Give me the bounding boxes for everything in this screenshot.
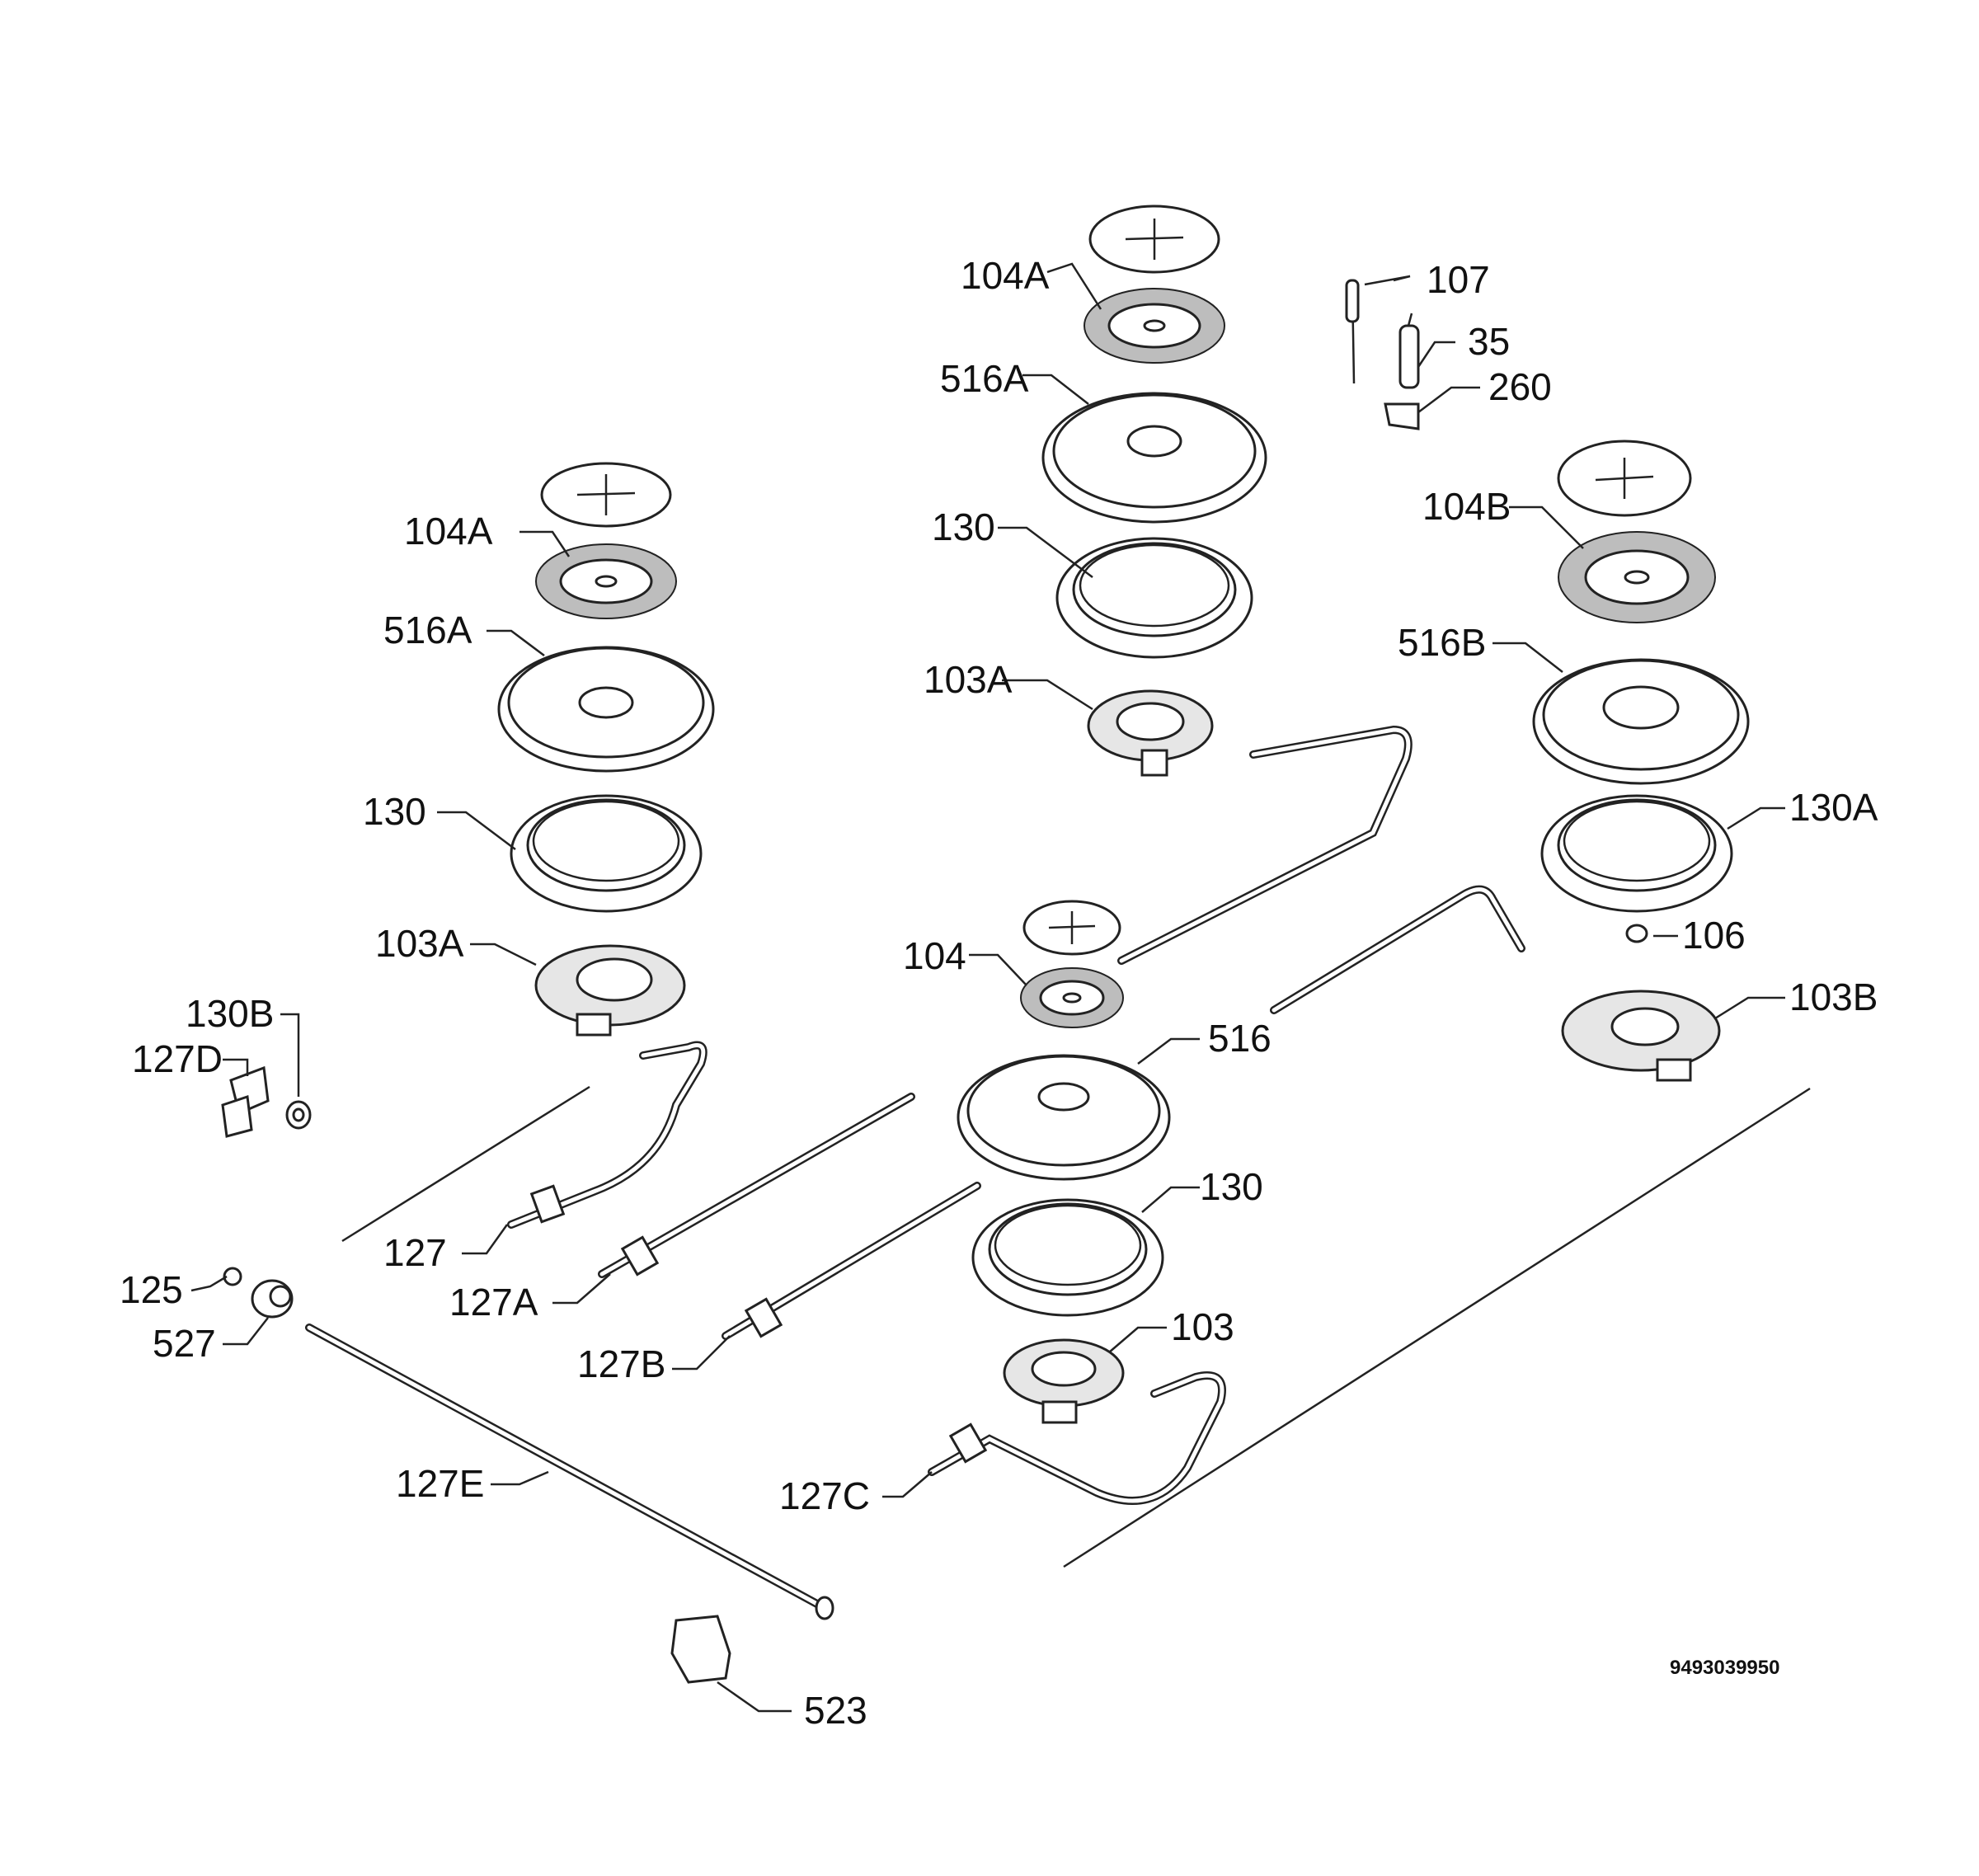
- callout-516: 516: [1208, 1017, 1272, 1060]
- callout-516B: 516B: [1398, 621, 1486, 664]
- center-burner-base: [1003, 1338, 1125, 1424]
- callout-125: 125: [120, 1268, 183, 1311]
- callout-527: 527: [153, 1322, 216, 1365]
- pipe-right-burner: [1270, 885, 1525, 1014]
- center-burner-cap: [1022, 900, 1121, 956]
- callout-127A: 127A: [449, 1281, 538, 1324]
- right-burner-crown: [1558, 531, 1716, 623]
- callout-130-top: 130: [932, 505, 995, 548]
- center-burner-ring: [971, 1198, 1164, 1317]
- left-burner-ring: [510, 794, 703, 913]
- leader-lines: [190, 262, 1785, 1713]
- right-burner-spreader: [1532, 658, 1750, 785]
- callout-104A-left: 104A: [404, 510, 493, 552]
- right-burner-base: [1561, 990, 1721, 1082]
- pipe-127: [507, 1041, 707, 1229]
- callout-127: 127: [383, 1231, 447, 1274]
- frame-line-right: [1063, 1087, 1811, 1568]
- callout-516A-left: 516A: [383, 609, 472, 651]
- callout-103A-left: 103A: [375, 922, 464, 965]
- callout-130A: 130A: [1789, 786, 1878, 829]
- callout-130B: 130B: [186, 992, 274, 1035]
- top-burner-ring: [1055, 537, 1253, 659]
- callout-104: 104: [903, 934, 966, 977]
- callout-130-left: 130: [363, 790, 426, 833]
- top-burner-base: [1087, 689, 1214, 777]
- callout-103A-top: 103A: [924, 658, 1013, 701]
- thermocouple-107: [1345, 279, 1360, 384]
- callout-130-center: 130: [1200, 1165, 1263, 1208]
- callout-127C: 127C: [779, 1474, 870, 1517]
- top-burner-cap: [1088, 205, 1220, 274]
- callout-516A-top: 516A: [940, 357, 1029, 400]
- pipe-top-burner: [1117, 725, 1413, 965]
- callout-106: 106: [1682, 914, 1746, 957]
- pipe-127B: [722, 1182, 981, 1340]
- callout-127E: 127E: [396, 1462, 484, 1505]
- callout-103: 103: [1171, 1305, 1234, 1348]
- clip-260: [1384, 402, 1420, 430]
- callout-104A-top: 104A: [961, 254, 1050, 297]
- right-burner-cap: [1557, 440, 1692, 517]
- left-burner-cap: [540, 462, 672, 528]
- center-burner-crown: [1020, 967, 1124, 1028]
- pipe-127C: [928, 1371, 1226, 1505]
- callout-104B: 104B: [1422, 485, 1511, 528]
- callout-127B: 127B: [577, 1342, 665, 1385]
- callout-260: 260: [1488, 365, 1552, 408]
- fitting-527: [251, 1279, 294, 1319]
- nozzle-125: [223, 1267, 242, 1286]
- center-burner-spreader: [957, 1054, 1171, 1181]
- right-burner-ring: [1540, 794, 1733, 913]
- elbow-127D: [221, 1065, 270, 1138]
- left-burner-spreader: [497, 646, 715, 773]
- pipe-127A: [598, 1093, 915, 1278]
- top-burner-crown: [1084, 288, 1225, 364]
- frame-line-left: [341, 1085, 590, 1243]
- injector-106: [1625, 924, 1648, 943]
- left-burner-crown: [535, 543, 677, 619]
- callout-103B: 103B: [1789, 976, 1878, 1018]
- ignition-plug-35: [1398, 313, 1420, 389]
- left-burner-base: [534, 944, 686, 1037]
- drawing-code: 9493039950: [1670, 1657, 1779, 1679]
- top-burner-spreader: [1041, 392, 1267, 524]
- washer-130B: [285, 1100, 312, 1130]
- callout-127D: 127D: [132, 1037, 223, 1080]
- callout-35: 35: [1468, 320, 1510, 363]
- callout-107: 107: [1427, 258, 1490, 301]
- callout-523: 523: [804, 1689, 867, 1732]
- clamp-523: [670, 1615, 731, 1684]
- main-gas-tube-127E: [305, 1324, 834, 1620]
